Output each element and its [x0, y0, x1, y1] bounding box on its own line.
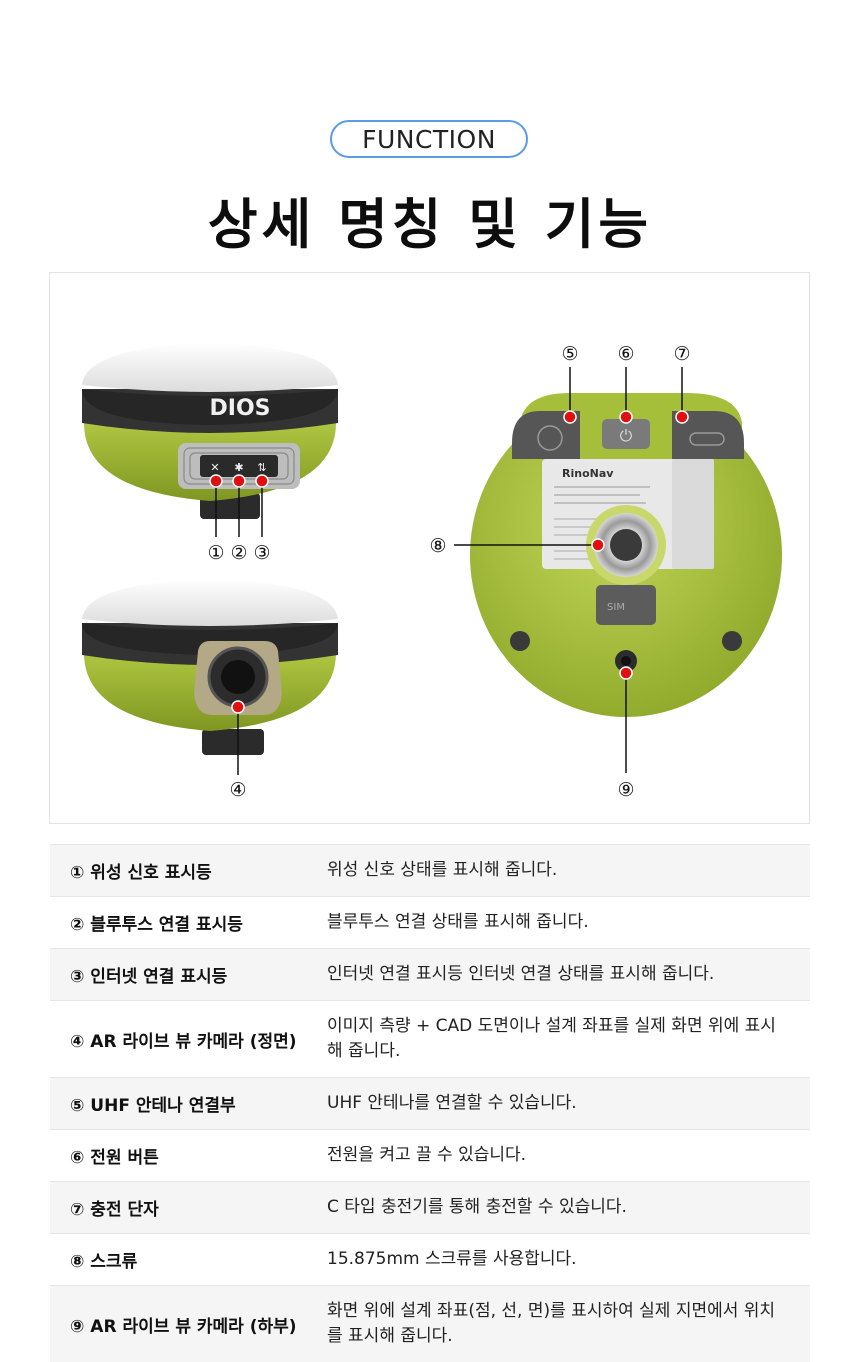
row-desc: UHF 안테나를 연결할 수 있습니다.: [317, 1078, 810, 1130]
power-icon: ⏻: [620, 426, 633, 445]
row-label: ⑧ 스크류: [50, 1234, 317, 1286]
row-desc: 블루투스 연결 상태를 표시해 줍니다.: [317, 897, 810, 949]
callout-1: ①: [207, 542, 224, 564]
row-label: ③ 인터넷 연결 표시등: [50, 949, 317, 1001]
callout-9: ⑨: [617, 779, 634, 801]
callout-7: ⑦: [673, 343, 690, 365]
table-row: ④ AR 라이브 뷰 카메라 (정면) 이미지 측량 + CAD 도면이나 설계…: [50, 1001, 810, 1078]
table-row: ⑥ 전원 버튼 전원을 켜고 끌 수 있습니다.: [50, 1130, 810, 1182]
row-desc: 인터넷 연결 표시등 인터넷 연결 상태를 표시해 줍니다.: [317, 949, 810, 1001]
callout-5: ⑤: [561, 343, 578, 365]
table-row: ⑦ 충전 단자 C 타입 충전기를 통해 충전할 수 있습니다.: [50, 1182, 810, 1234]
table-row: ⑤ UHF 안테나 연결부 UHF 안테나를 연결할 수 있습니다.: [50, 1078, 810, 1130]
rubber-foot: [510, 631, 530, 651]
callout-4: ④: [229, 779, 246, 801]
spec-table: ① 위성 신호 표시등 위성 신호 상태를 표시해 줍니다. ② 블루투스 연결…: [50, 844, 810, 1362]
callout-dot-7: [676, 411, 688, 423]
product-figure: DIOS ✕ ✱ ⇅ ① ② ③: [49, 272, 810, 824]
callout-dot-5: [564, 411, 576, 423]
row-label: ④ AR 라이브 뷰 카메라 (정면): [50, 1001, 317, 1078]
page-title: 상세 명칭 및 기능: [0, 180, 860, 259]
row-label: ① 위성 신호 표시등: [50, 845, 317, 897]
row-label: ⑦ 충전 단자: [50, 1182, 317, 1234]
row-desc: C 타입 충전기를 통해 충전할 수 있습니다.: [317, 1182, 810, 1234]
device-bottom-view: ⏻ RinoNav SIM: [429, 343, 782, 801]
row-desc: 15.875mm 스크류를 사용합니다.: [317, 1234, 810, 1286]
function-badge: FUNCTION: [330, 120, 528, 158]
row-label: ② 블루투스 연결 표시등: [50, 897, 317, 949]
callout-dot-3: [256, 475, 268, 487]
table-row: ③ 인터넷 연결 표시등 인터넷 연결 표시등 인터넷 연결 상태를 표시해 줍…: [50, 949, 810, 1001]
device-logo: DIOS: [210, 396, 271, 421]
row-desc: 전원을 켜고 끌 수 있습니다.: [317, 1130, 810, 1182]
row-desc: 화면 위에 설계 좌표(점, 선, 면)를 표시하여 실제 지면에서 위치를 표…: [317, 1286, 810, 1362]
row-label: ⑥ 전원 버튼: [50, 1130, 317, 1182]
satellite-icon: ✕: [210, 461, 219, 474]
table-row: ⑧ 스크류 15.875mm 스크류를 사용합니다.: [50, 1234, 810, 1286]
row-desc: 위성 신호 상태를 표시해 줍니다.: [317, 845, 810, 897]
internet-icon: ⇅: [257, 461, 266, 474]
callout-dot-8: [592, 539, 604, 551]
callout-dot-4: [232, 701, 244, 713]
bottom-brand: RinoNav: [562, 467, 614, 480]
rubber-foot: [722, 631, 742, 651]
callout-8: ⑧: [429, 535, 446, 557]
callout-3: ③: [253, 542, 270, 564]
callout-dot-2: [233, 475, 245, 487]
callout-6: ⑥: [617, 343, 634, 365]
row-label: ⑨ AR 라이브 뷰 카메라 (하부): [50, 1286, 317, 1362]
sim-label: SIM: [607, 602, 625, 613]
table-row: ① 위성 신호 표시등 위성 신호 상태를 표시해 줍니다.: [50, 845, 810, 897]
sim-slot: [596, 585, 656, 625]
row-label: ⑤ UHF 안테나 연결부: [50, 1078, 317, 1130]
device-camera-view: ④: [82, 579, 338, 801]
table-row: ② 블루투스 연결 표시등 블루투스 연결 상태를 표시해 줍니다.: [50, 897, 810, 949]
callout-dot-1: [210, 475, 222, 487]
device-illustration: DIOS ✕ ✱ ⇅ ① ② ③: [50, 273, 811, 825]
callout-2: ②: [230, 542, 247, 564]
callout-dot-6: [620, 411, 632, 423]
bluetooth-icon: ✱: [234, 461, 243, 474]
table-row: ⑨ AR 라이브 뷰 카메라 (하부) 화면 위에 설계 좌표(점, 선, 면)…: [50, 1286, 810, 1362]
callout-dot-9: [620, 667, 632, 679]
row-desc: 이미지 측량 + CAD 도면이나 설계 좌표를 실제 화면 위에 표시해 줍니…: [317, 1001, 810, 1078]
device-front-view: DIOS ✕ ✱ ⇅ ① ② ③: [82, 343, 338, 564]
